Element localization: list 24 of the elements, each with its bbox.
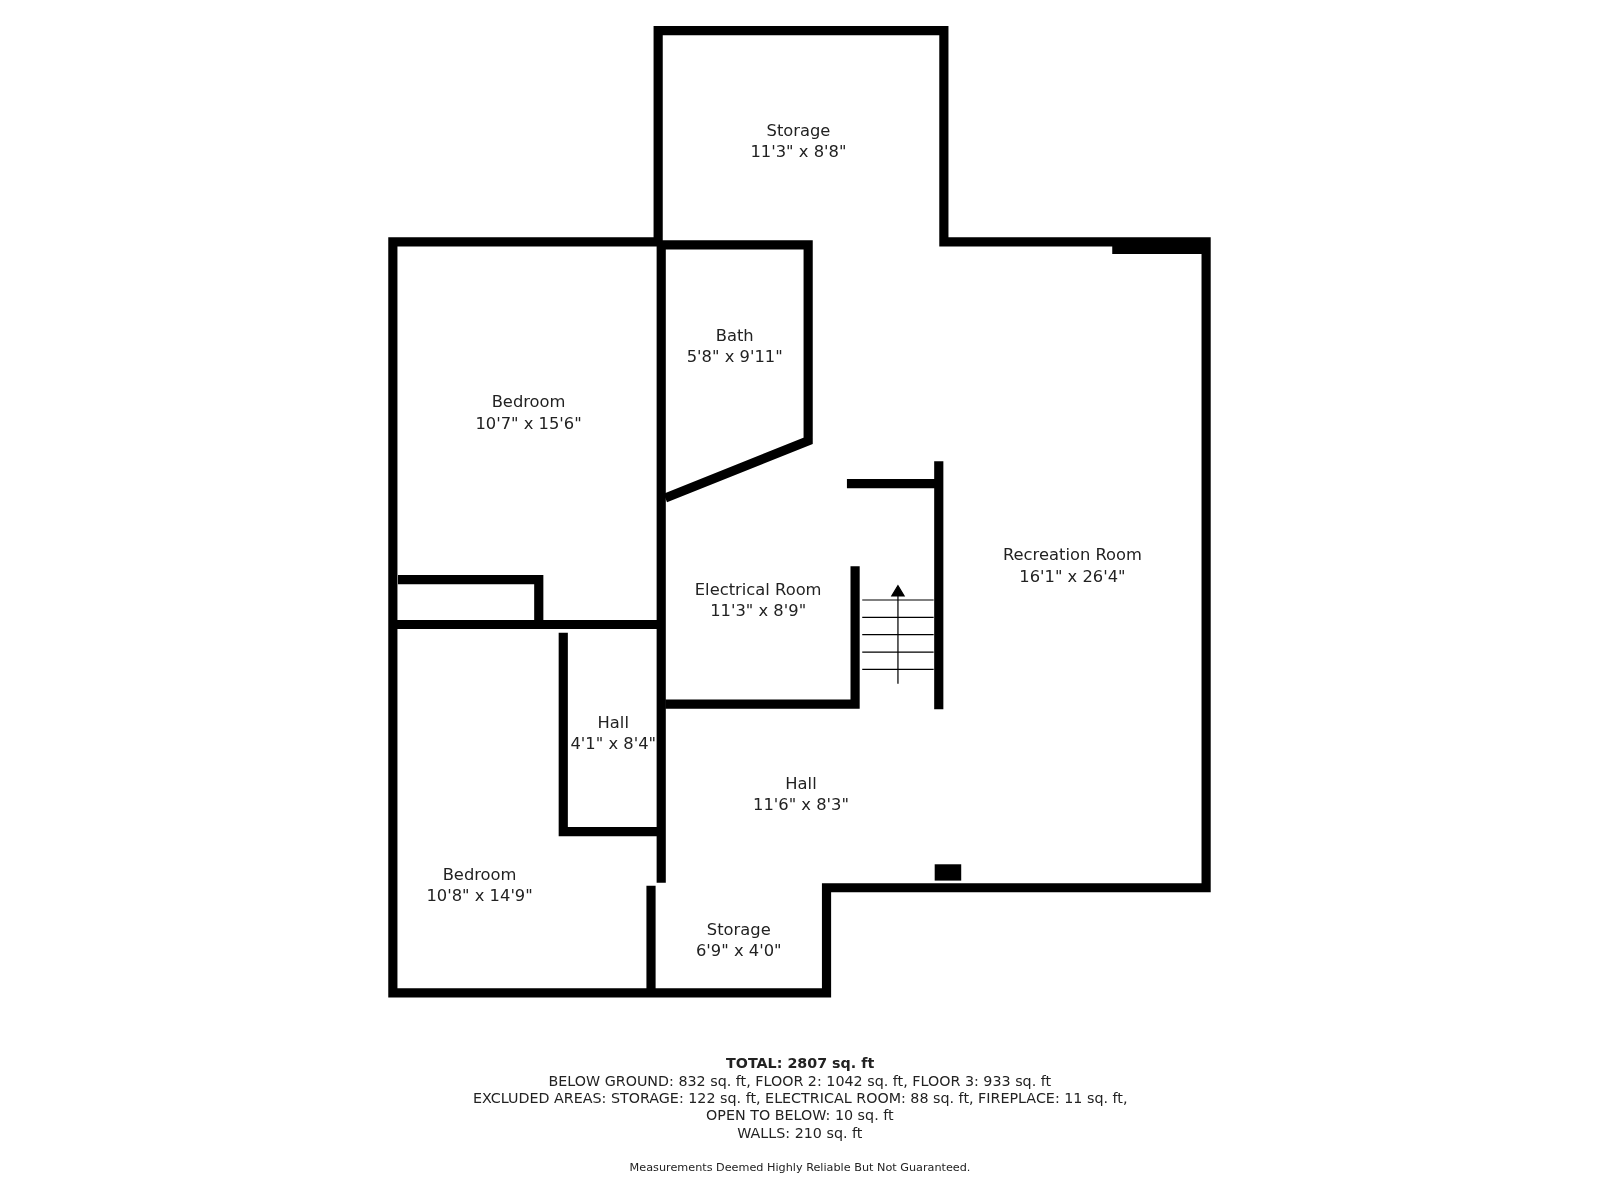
total-area-text: TOTAL: 2807 sq. ft (726, 1055, 875, 1073)
area-note: Measurements Deemed Highly Reliable But Not Guaranteed. (629, 1160, 971, 1177)
room-dimensions: 16'1" x 26'4" (1019, 565, 1126, 587)
room-dimensions: 5'8" x 9'11" (686, 345, 783, 368)
area-note: EXCLUDED AREAS: STORAGE: 122 sq. ft, ELECTRICAL ROOM: 88 sq. ft, FIREPLACE: 11 sq. ft, (472, 1089, 1128, 1108)
area-note: OPEN TO BELOW: 10 sq. ft (706, 1107, 894, 1125)
area-note: BELOW GROUND: 832 sq. ft, FLOOR 2: 1042 sq. ft, FLOOR 3: 933 sq. ft (548, 1072, 1052, 1090)
room-dimensions: 11'3" x 8'8" (750, 140, 847, 162)
room-name: Storage (766, 118, 831, 141)
room-dimensions: 11'6" x 8'3" (753, 793, 849, 816)
room-name: Hall (785, 772, 817, 794)
room-dimensions: 11'3" x 8'9" (710, 600, 807, 622)
room-name: Recreation Room (1002, 543, 1142, 566)
room-name: Storage (706, 918, 771, 940)
room-name: Bedroom (491, 390, 566, 413)
room-dimensions: 10'8" x 14'9" (426, 884, 533, 907)
area-note: WALLS: 210 sq. ft (737, 1124, 863, 1142)
room-name: Bedroom (442, 863, 517, 885)
room-name: Hall (597, 710, 629, 733)
room-name: Electrical Room (694, 578, 822, 600)
room-dimensions: 6'9" x 4'0" (696, 939, 782, 962)
room-dimensions: 10'7" x 15'6" (475, 412, 582, 434)
room-name: Bath (715, 324, 754, 346)
room-dimensions: 4'1" x 8'4" (570, 732, 657, 754)
